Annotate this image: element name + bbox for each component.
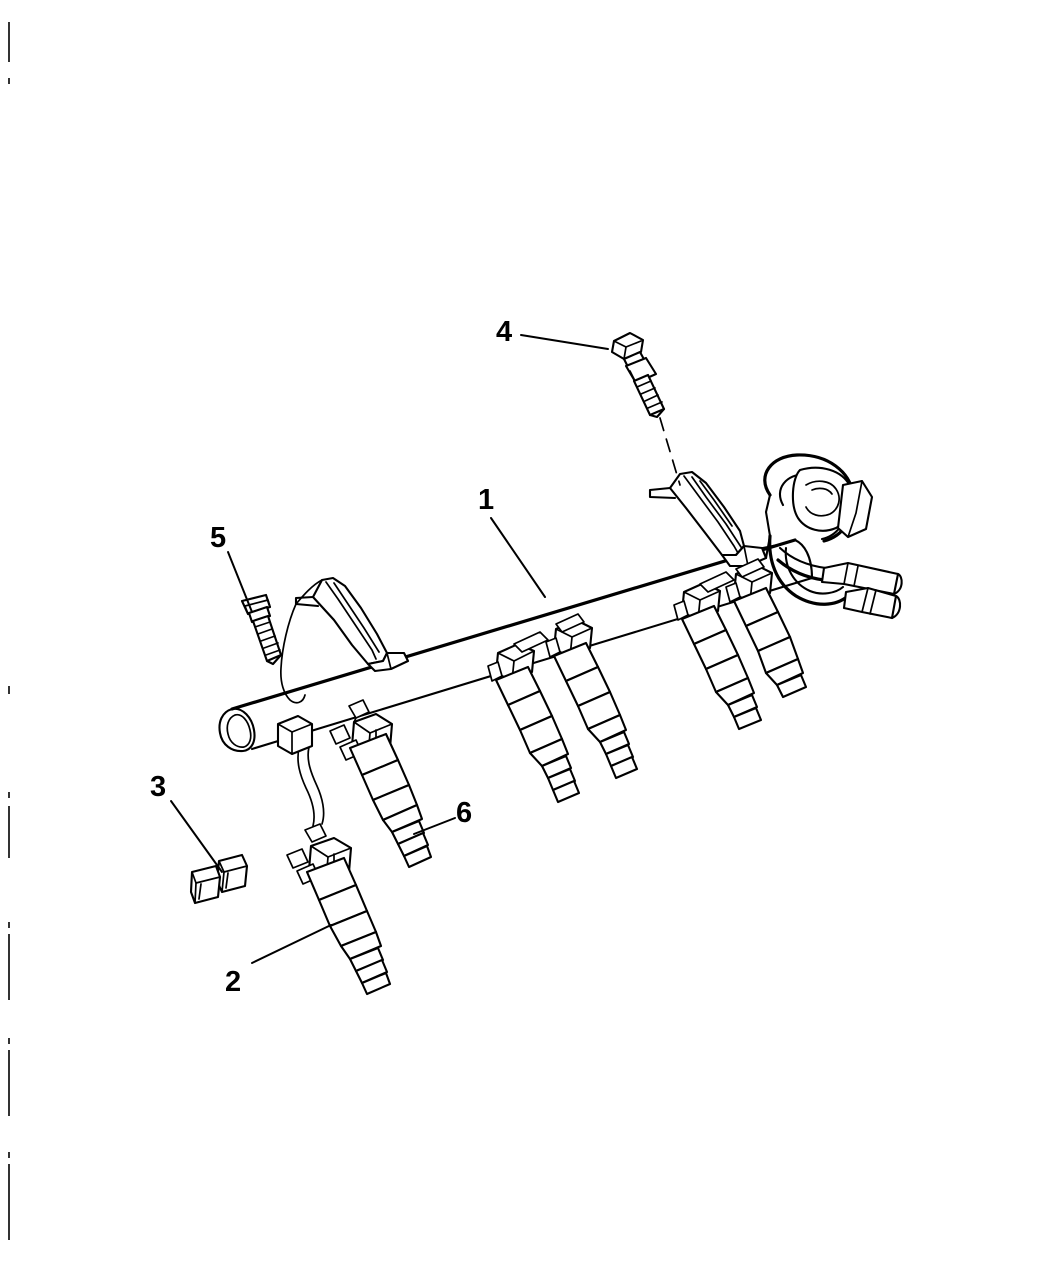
injector-pair-center xyxy=(487,613,639,804)
injector-front-lower xyxy=(286,823,392,996)
mounting-bolt-upper xyxy=(610,331,681,486)
injector-front-upper xyxy=(329,699,433,869)
fuel-hose-assembly xyxy=(761,453,903,620)
injector-retaining-clip xyxy=(189,853,249,905)
leader-line-6 xyxy=(413,817,456,835)
callout-label-2[interactable]: 2 xyxy=(225,966,242,998)
callout-label-6[interactable]: 6 xyxy=(456,797,473,829)
callout-label-4[interactable]: 4 xyxy=(496,316,513,348)
callout-label-3[interactable]: 3 xyxy=(150,771,167,803)
injector-center-left xyxy=(487,642,581,804)
leader-line-4 xyxy=(520,334,609,350)
mounting-bracket-left xyxy=(280,576,410,704)
leader-line-5 xyxy=(227,551,253,613)
leader-line-3 xyxy=(170,800,223,873)
mounting-bracket-right xyxy=(648,470,768,568)
callout-label-5[interactable]: 5 xyxy=(210,522,227,554)
leader-line-1 xyxy=(490,517,546,598)
callout-leader-lines xyxy=(170,334,609,964)
injector-center-right xyxy=(545,618,639,780)
injector-pair-right xyxy=(673,558,808,731)
mounting-bolt-left xyxy=(240,593,283,666)
wiring-loop xyxy=(276,714,325,827)
callout-label-1[interactable]: 1 xyxy=(478,484,495,516)
injector-right-left xyxy=(673,581,763,731)
leader-line-2 xyxy=(251,924,332,964)
